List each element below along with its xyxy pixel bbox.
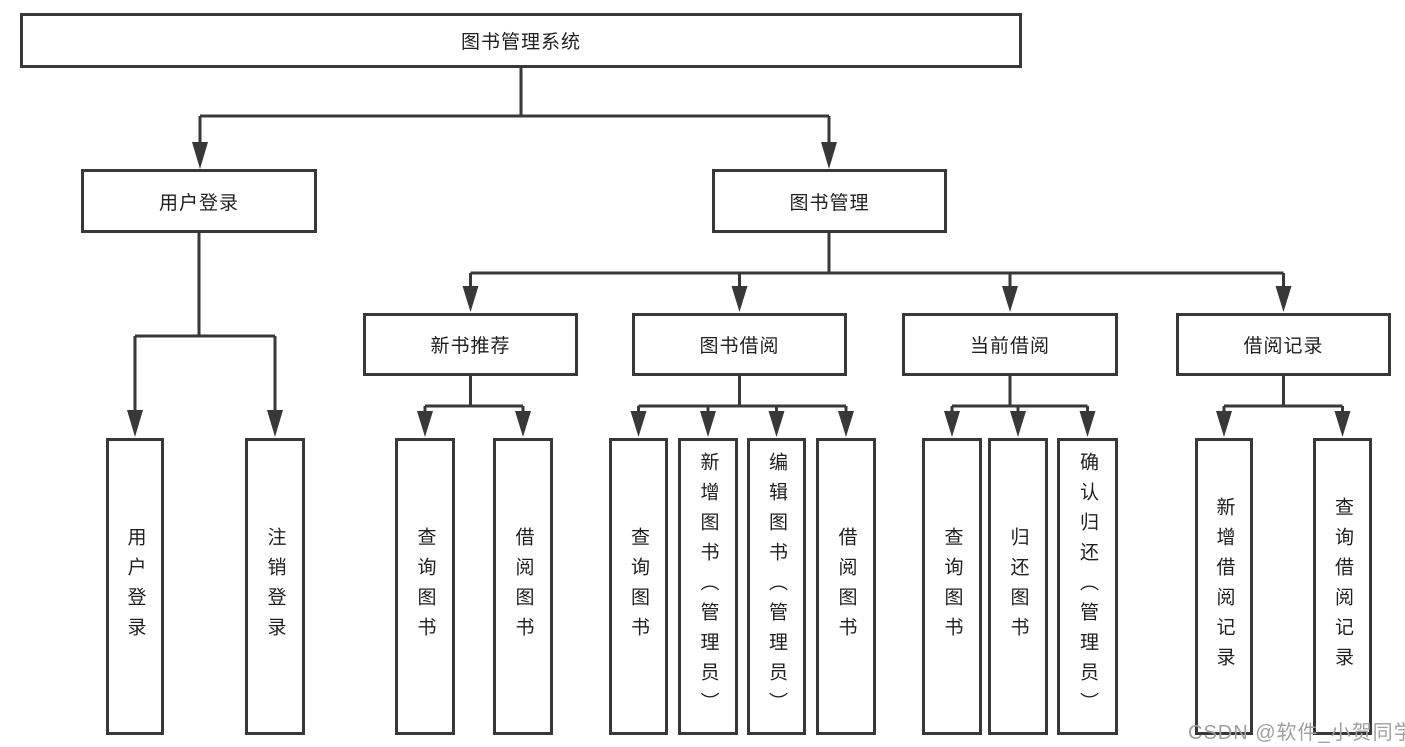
node-leaf-query-borrow-record-label: 查询借阅记录 [1332,496,1353,677]
node-leaf-query-books-current-label: 查询图书 [941,526,963,647]
node-current-borrowing-label: 当前借阅 [969,336,1050,357]
node-leaf-query-books-current: 查询图书 [922,438,982,735]
node-leaf-borrow-books-recommend: 借阅图书 [493,438,553,735]
node-leaf-edit-books-admin-label: 编辑图书（管理员） [766,451,787,722]
arrowhead-icons [127,142,1351,437]
node-borrowing-records-label: 借阅记录 [1243,336,1324,357]
node-book-management-label: 图书管理 [789,192,870,214]
node-leaf-return-books-label: 归还图书 [1007,526,1029,647]
node-leaf-user-login-label: 用户登录 [124,526,146,647]
node-leaf-edit-books-admin: 编辑图书（管理员） [747,438,806,735]
node-leaf-add-books-admin-label: 新增图书（管理员） [697,451,719,722]
node-book-borrowing: 图书借阅 [632,313,847,376]
node-current-borrowing: 当前借阅 [902,313,1118,376]
node-leaf-add-borrow-record-label: 新增借阅记录 [1213,496,1235,677]
node-leaf-logout: 注销登录 [245,438,305,735]
node-leaf-query-books-borrowing: 查询图书 [609,438,668,735]
node-leaf-add-borrow-record: 新增借阅记录 [1195,438,1253,735]
node-library-system-label: 图书管理系统 [460,32,581,53]
node-leaf-return-books: 归还图书 [988,438,1048,735]
csdn-watermark: CSDN @软件_小贺同学 [1188,722,1405,744]
node-leaf-add-books-admin: 新增图书（管理员） [678,438,738,735]
node-user-login: 用户登录 [81,169,317,233]
node-leaf-borrow-books-label: 借阅图书 [835,526,857,647]
node-new-book-recommend-label: 新书推荐 [430,336,511,357]
node-leaf-query-books-borrowing-label: 查询图书 [628,526,649,647]
node-library-system: 图书管理系统 [20,13,1022,68]
node-new-book-recommend: 新书推荐 [363,313,578,376]
node-leaf-query-books-recommend: 查询图书 [395,438,455,735]
node-leaf-query-borrow-record: 查询借阅记录 [1313,438,1372,735]
node-leaf-logout-label: 注销登录 [264,526,286,647]
node-leaf-borrow-books: 借阅图书 [816,438,876,735]
node-leaf-confirm-return-admin: 确认归还（管理员） [1057,438,1118,735]
node-borrowing-records: 借阅记录 [1176,313,1391,376]
node-book-borrowing-label: 图书借阅 [699,336,780,357]
node-book-management: 图书管理 [712,169,947,233]
node-leaf-borrow-books-recommend-label: 借阅图书 [512,526,534,647]
node-leaf-query-books-recommend-label: 查询图书 [414,526,436,647]
node-user-login-label: 用户登录 [158,192,239,214]
node-leaf-confirm-return-admin-label: 确认归还（管理员） [1077,451,1098,722]
node-leaf-user-login: 用户登录 [106,438,164,735]
